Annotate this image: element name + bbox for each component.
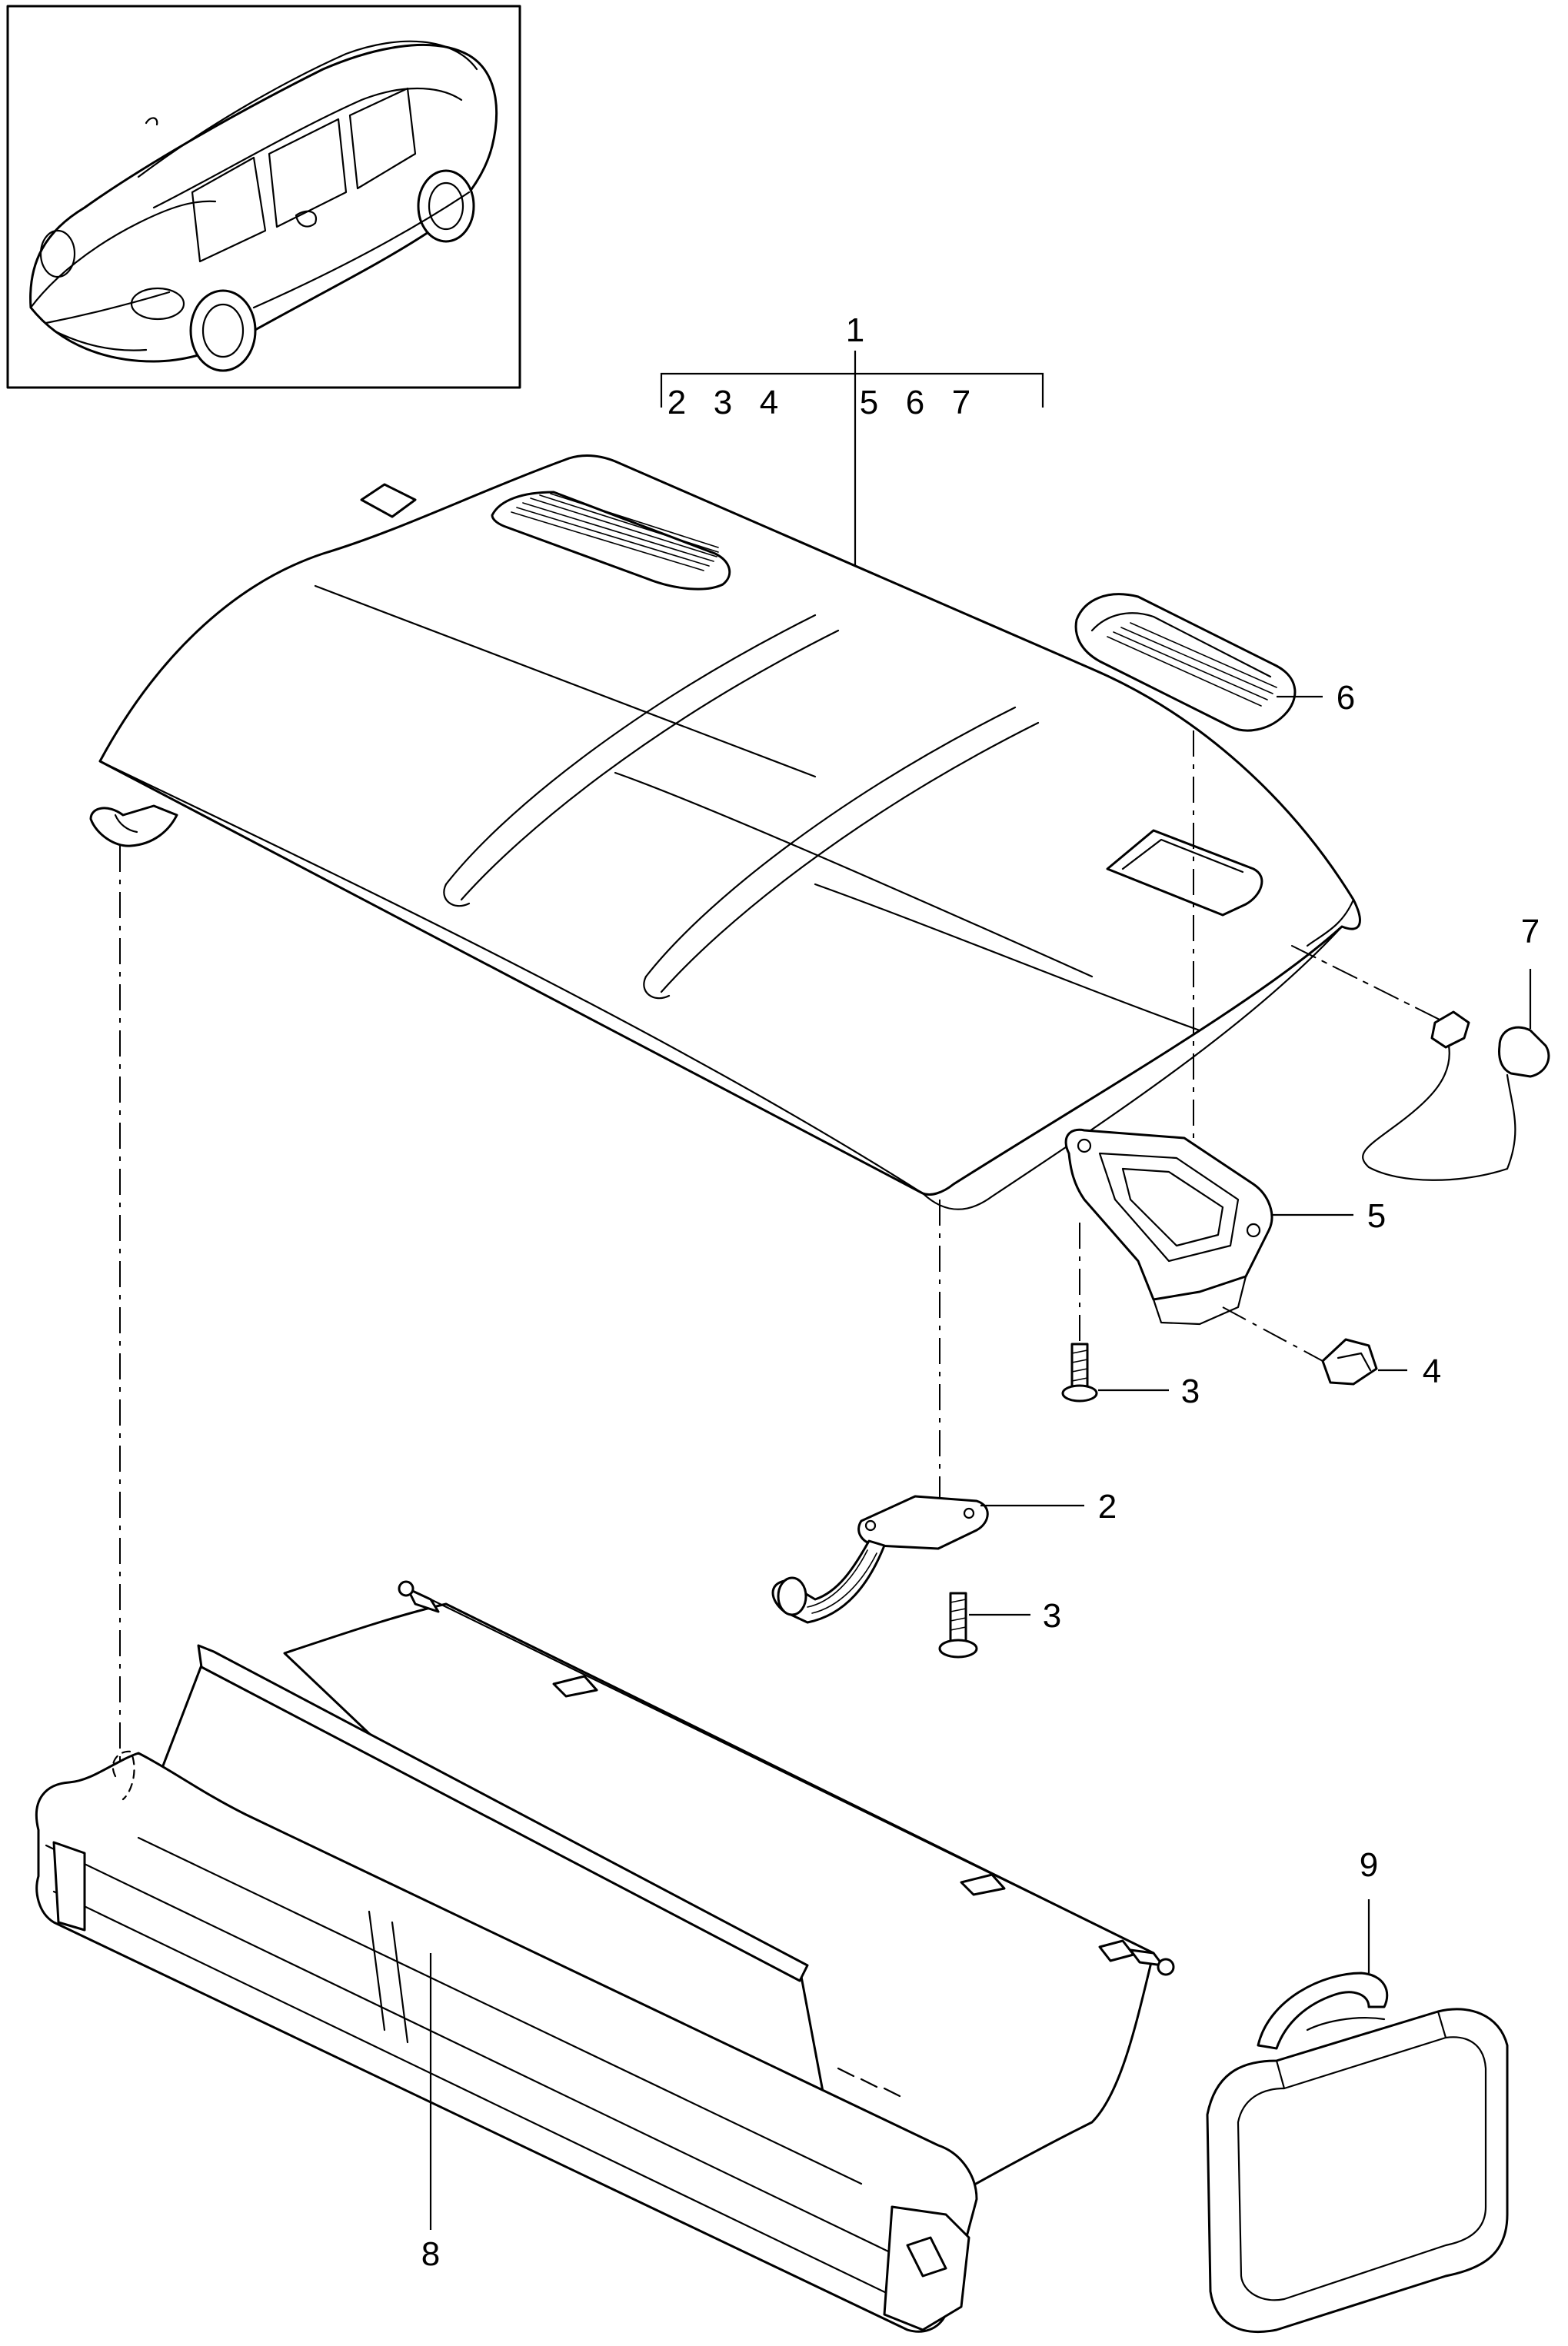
frame-outer [1064, 1128, 1273, 1301]
cover-rib-left-end [443, 883, 471, 907]
blind-rod-end-top [406, 1587, 440, 1613]
harness-lamp-socket [1498, 1026, 1550, 1078]
vehicle-thumbnail [6, 5, 521, 389]
callout-3-upper: 3 [1181, 1373, 1200, 1410]
screw-lower-head [938, 1639, 978, 1659]
group-item-4: 4 [760, 384, 778, 421]
cassette-latch [906, 2236, 947, 2278]
blind-guide-rod [429, 1598, 1155, 1955]
callout-4: 4 [1423, 1353, 1441, 1390]
frame-screw-hole-2 [1246, 1223, 1261, 1238]
callout-6: 6 [1337, 679, 1355, 717]
cover-left-tab-detail [114, 814, 138, 834]
callout-9: 9 [1360, 1846, 1378, 1884]
lamp-harness: 7 [1291, 913, 1550, 1181]
cover-rear-lip [1306, 898, 1355, 947]
clip: 4 [1222, 1306, 1441, 1390]
clip-detail [1337, 1352, 1372, 1372]
cover-crease-3 [814, 883, 1201, 1032]
hinge-plate [857, 1495, 989, 1550]
hinge-bracket: 2 [771, 1200, 1117, 1624]
bag-zip-seam [1237, 2036, 1487, 2301]
bag-handle-base [1306, 2017, 1386, 2032]
bag-body [1206, 2008, 1509, 2334]
cover-crease-1 [314, 584, 817, 778]
blind-tag-2 [960, 1873, 1006, 1896]
handle-insert-grip-lines [1107, 622, 1277, 707]
callout-2: 2 [1098, 1488, 1117, 1526]
group-item-5: 5 [860, 384, 878, 421]
screw-upper: 3 [1061, 1223, 1200, 1410]
frame-lower-lip [1152, 1275, 1247, 1326]
bag-handle [1257, 1972, 1389, 2050]
screw-lower: 3 [938, 1592, 1061, 1659]
cassette-upper-seam [45, 1844, 909, 2262]
blind-screen-rail [197, 1644, 809, 1982]
frame-opening-inner [1121, 1167, 1224, 1247]
group-item-6: 6 [906, 384, 924, 421]
handle-insert-top-edge [1090, 612, 1272, 678]
hinge-pivot [777, 1576, 807, 1616]
harness-wire [1362, 1044, 1509, 1181]
group-item-7: 7 [952, 384, 970, 421]
callout-3-lower: 3 [1043, 1597, 1061, 1635]
handle-insert: 6 [1074, 593, 1355, 732]
cassette-split [368, 1910, 409, 2044]
cover-panel-body [98, 454, 1361, 1196]
cover-rib-right-end [643, 975, 671, 1000]
group-item-2: 2 [667, 384, 686, 421]
hinge-hole-1 [864, 1519, 877, 1532]
storage-bag: 9 [1206, 1846, 1509, 2334]
frame-screw-hole-1 [1077, 1138, 1092, 1153]
cassette-housing [35, 1752, 978, 2333]
screw-upper-thread [1071, 1349, 1088, 1382]
bracket-arm [660, 372, 1044, 408]
cassette-gear-teeth [837, 2067, 901, 2098]
callout-7: 7 [1521, 913, 1540, 950]
callout-8: 8 [421, 2235, 440, 2273]
cover-vent [491, 491, 731, 591]
harness-connector [1430, 1010, 1470, 1049]
cassette-hidden-clip [112, 1750, 135, 1801]
cover-handle-recess-inner [1121, 838, 1244, 874]
roller-blind: 8 [35, 1580, 1175, 2333]
cover-rib-left [444, 614, 840, 901]
cover-front-clip [360, 483, 417, 518]
blind-tag-3 [1098, 1939, 1135, 1962]
screw-upper-head [1061, 1384, 1098, 1403]
bag-gusset [1275, 2010, 1447, 2090]
blind-rod-pin-bottom [1157, 1958, 1175, 1976]
vehicle-outline [29, 40, 498, 372]
cover-left-tab [89, 804, 178, 847]
assembly-line-harness [1291, 945, 1446, 1023]
frame-opening [1098, 1152, 1240, 1263]
cassette-lower-seam [52, 1890, 917, 2308]
hinge-arm-ribs [807, 1549, 877, 1614]
cover-vent-slats [511, 493, 719, 571]
cover-crease-2 [614, 771, 1094, 978]
blind-rod-pin-top [398, 1580, 414, 1597]
cassette-top-seam [137, 1836, 863, 2185]
mounting-frame: 5 [1064, 1128, 1386, 1326]
cover-panel [89, 454, 1361, 1210]
cover-front-edge [98, 760, 924, 1195]
clip-body [1321, 1338, 1378, 1386]
callout-5: 5 [1367, 1197, 1386, 1235]
screw-lower-thread [950, 1599, 967, 1631]
hinge-hole-2 [963, 1507, 975, 1519]
harness-wire-end [1506, 1073, 1516, 1170]
cover-rib-right [644, 706, 1040, 993]
group-item-3: 3 [714, 384, 732, 421]
cassette-end-cap-left [52, 1841, 86, 1932]
assembly-line-clip [1222, 1306, 1323, 1362]
callout-1: 1 [846, 311, 864, 349]
blind-tag-1 [552, 1675, 598, 1698]
